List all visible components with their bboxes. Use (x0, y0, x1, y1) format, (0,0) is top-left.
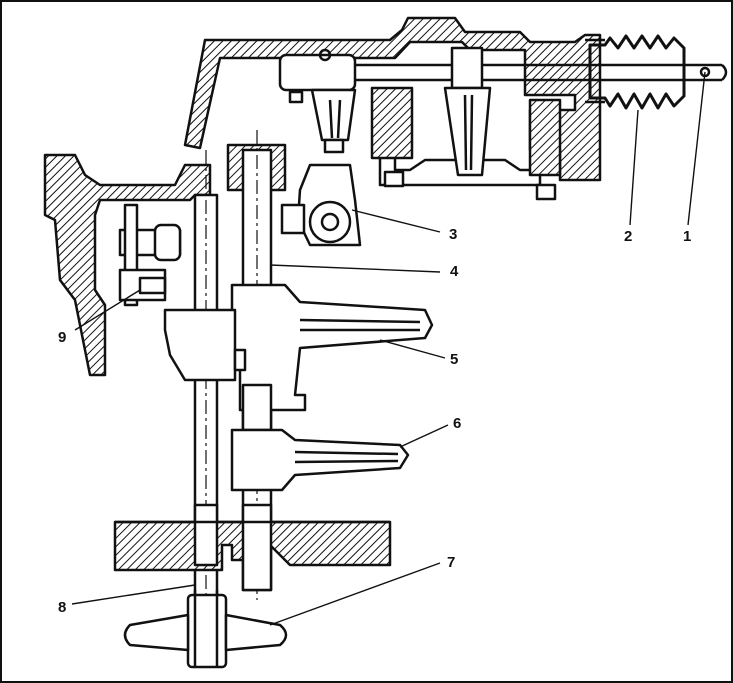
bottom-lever (123, 613, 190, 652)
callout-9: 9 (58, 329, 67, 346)
callout-1: 1 (683, 228, 692, 245)
callout-5: 5 (450, 351, 459, 368)
callout-2: 2 (624, 228, 633, 245)
callout-6: 6 (453, 415, 462, 432)
callout-3: 3 (449, 226, 458, 243)
housing-underside (378, 90, 542, 187)
callout-8: 8 (58, 599, 67, 616)
callout-4: 4 (450, 263, 459, 280)
callout-7: 7 (447, 554, 456, 571)
shift-fork-6 (230, 428, 410, 492)
lower-housing (43, 153, 212, 377)
rubber-boot (588, 34, 686, 110)
